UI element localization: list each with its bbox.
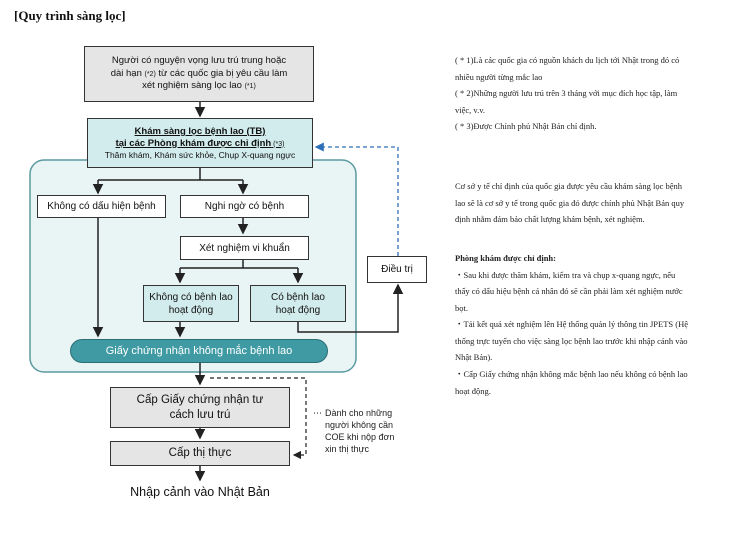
active-tb-line-2: hoạt động [275,304,321,316]
applicant-line-2: dài hạn (*2) từ các quốc gia bị yêu cầu … [111,68,288,80]
clinic-notes: Phòng khám được chỉ định: ・Sau khi được … [455,250,735,399]
clinic-notes-heading: Phòng khám được chỉ định: [455,253,556,263]
applicant-line-3: xét nghiệm sàng lọc lao (*1) [142,80,256,92]
coe-note: ⋯ Dành cho những người không cần COE khi… [313,407,394,456]
footnote-line: ( * 3)Được Chính phủ Nhật Bản chỉ định. [455,121,597,132]
visa-label: Cấp thị thực [168,447,232,460]
no-active-tb-box: Không có bệnh lao hoạt động [143,285,239,322]
coe-note-line-3: COE khi nộp đơn [325,432,395,443]
treatment-box: Điều trị [367,256,427,283]
clinic-note-line: ・Sau khi được thăm khám, kiểm tra và chụ… [455,269,676,280]
paragraph-line: Cơ sở y tế chỉ định của quốc gia được yê… [455,181,682,191]
residence-line-2: cách lưu trú [169,408,231,421]
clinic-subtitle-text: tại các Phòng khám được chỉ định [115,137,272,149]
facility-paragraph: Cơ sở y tế chỉ định của quốc gia được yê… [455,178,730,228]
dashed-bypass-to-visa [210,377,307,460]
visa-box: Cấp thị thực [110,441,290,466]
suspected-label: Nghi ngờ có bệnh [204,201,285,212]
residence-box: Cấp Giấy chứng nhận tư cách lưu trú [110,387,290,428]
clinic-subtitle: tại các Phòng khám được chỉ định (*3) [116,138,285,150]
applicant-line-3-main: xét nghiệm sàng lọc lao [142,80,245,92]
certificate-label: Giấy chứng nhận không mắc bệnh lao [105,344,293,357]
applicant-box: Người có nguyện vọng lưu trú trung hoặc … [84,46,314,102]
dashed-treatment-to-clinic [314,142,399,256]
applicant-line-1: Người có nguyện vọng lưu trú trung hoặc [111,55,287,67]
clinic-note-line: Nhật Bản). [455,352,493,363]
applicant-line-2-rest: từ các quốc gia bị yêu cầu làm [155,67,288,79]
footnote-line: nhiều người từng mắc lao [455,71,543,82]
coe-note-line-2: người không cần [325,420,393,431]
bacteria-test-box: Xét nghiệm vi khuẩn [180,236,309,260]
clinic-exams: Thăm khám, Khám sức khỏe, Chụp X-quang n… [104,149,296,160]
footnote-line: ( * 1)Là các quốc gia có nguồn khách du … [455,55,680,65]
arrow-active-to-treatment [297,283,404,333]
suspected-box: Nghi ngờ có bệnh [180,195,309,218]
coe-note-line-4: xin thị thực [325,444,370,455]
applicant-line-2-main: dài hạn [110,67,145,79]
footnotes-block: ( * 1)Là các quốc gia có nguồn khách du … [455,52,725,135]
no-symptom-box: Không có dấu hiện bệnh [37,195,166,218]
dotted-leader-icon: ⋯ [313,408,322,418]
no-active-tb-line-1: Không có bệnh lao [149,291,233,303]
paragraph-line: lao sẽ là cơ sở y tế trong quốc gia đó đ… [455,197,685,208]
footnote-line: ( * 2)Những người lưu trú trên 3 tháng v… [455,88,678,99]
clinic-screening-box: Khám sàng lọc bệnh lao (TB) tại các Phòn… [87,118,313,168]
active-tb-line-1: Có bệnh lao [271,291,325,303]
treatment-label: Điều trị [381,264,413,275]
footnote-line: việc, v.v. [455,104,486,115]
clinic-note-line: thấy có dấu hiệu bệnh cá nhân đó sẽ cần … [455,286,683,297]
clinic-note-line: bọt. [455,302,468,313]
no-active-tb-line-2: hoạt động [168,304,214,316]
no-symptom-label: Không có dấu hiện bệnh [47,201,156,212]
page-title: [Quy trình sàng lọc] [14,8,126,23]
footnote-ref-2: (*2) [144,70,156,78]
entry-text: Nhập cảnh vào Nhật Bản [130,485,270,499]
footnote-ref-1: (*1) [244,83,256,91]
bacteria-test-label: Xét nghiệm vi khuẩn [199,242,290,254]
clinic-title: Khám sàng lọc bệnh lao (TB) [134,125,266,137]
footnote-ref-3: (*3) [271,140,285,148]
residence-line-1: Cấp Giấy chứng nhận tư [136,394,264,407]
coe-note-line-1: Dành cho những [325,408,393,418]
clinic-note-line: ・Cấp Giấy chứng nhận không mắc bệnh lao … [455,368,688,379]
paragraph-line: định nhằm đảm bảo chất lượng khám bệnh, … [455,214,645,225]
clinic-note-line: hoạt động. [455,385,491,396]
clinic-note-line: thống trực tuyến cho việc sàng lọc bệnh … [455,335,688,346]
coe-note-line-1-row: ⋯ Dành cho những [313,407,394,419]
active-tb-box: Có bệnh lao hoạt động [250,285,346,322]
certificate-box: Giấy chứng nhận không mắc bệnh lao [70,339,328,363]
clinic-note-line: ・Tải kết quả xét nghiệm lên Hệ thống quả… [455,319,689,330]
